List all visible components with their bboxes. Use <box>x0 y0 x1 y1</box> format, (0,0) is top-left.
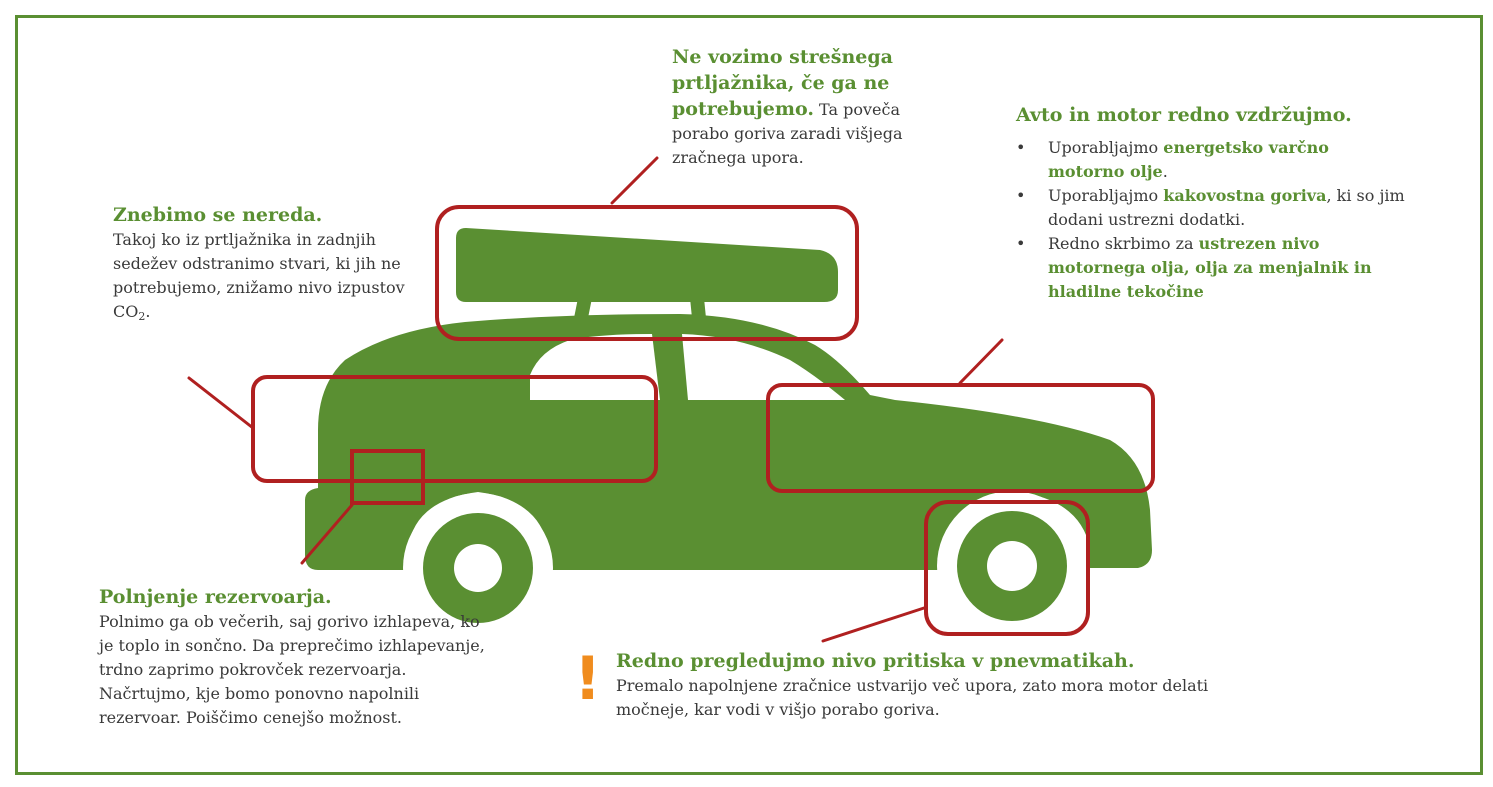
list-item: •Uporabljajmo energetsko varčno motorno … <box>1016 138 1329 181</box>
highlight-roof-box <box>435 205 859 341</box>
roof-box-text: Ta poveča porabo goriva zaradi višjega z… <box>672 100 903 167</box>
fuel-tank-tip: Polnjenje rezervoarja. Polnimo ga ob več… <box>99 584 491 730</box>
maintenance-list: •Uporabljajmo energetsko varčno motorno … <box>1016 136 1406 304</box>
tire-pressure-tip: Redno pregledujmo nivo pritiska v pnevma… <box>616 648 1216 722</box>
fuel-tank-text: Polnimo ga ob večerih, saj gorivo izhlap… <box>99 612 485 727</box>
bullet-icon: • <box>1016 234 1026 253</box>
front-wheel-icon <box>937 491 1087 641</box>
clutter-tip: Znebimo se nereda. Takoj ko iz prtljažni… <box>113 202 413 329</box>
highlight-fuel-cap <box>350 449 425 505</box>
tire-pressure-title: Redno pregledujmo nivo pritiska v pnevma… <box>616 650 1135 672</box>
connector-maintenance <box>958 338 1004 385</box>
connector-fuel <box>300 503 354 565</box>
outer-frame <box>15 15 1483 775</box>
connector-tire <box>821 606 926 643</box>
roof-box-tip: Ne vozimo strešnega prtljažnika, če ga n… <box>672 44 942 170</box>
bullet-icon: • <box>1016 138 1026 157</box>
connector-clutter <box>187 376 255 430</box>
tire-pressure-text: Premalo napolnjene zračnice ustvarijo ve… <box>616 676 1209 719</box>
maintenance-title: Avto in motor redno vzdržujmo. <box>1016 104 1352 126</box>
co2-subscript: 2 <box>138 310 146 323</box>
maintenance-tip: Avto in motor redno vzdržujmo. •Uporablj… <box>1016 102 1406 304</box>
list-item: •Uporabljajmo kakovostna goriva, ki so j… <box>1016 186 1405 229</box>
highlight-engine <box>766 383 1155 493</box>
exclamation-icon: ! <box>574 644 602 714</box>
roof-box-title: Ne vozimo strešnega prtljažnika, če ga n… <box>672 46 893 120</box>
clutter-title: Znebimo se nereda. <box>113 204 323 226</box>
clutter-text: Takoj ko iz prtljažnika in zadnjih sedež… <box>113 230 405 323</box>
fuel-tank-title: Polnjenje rezervoarja. <box>99 586 332 608</box>
bullet-icon: • <box>1016 186 1026 205</box>
highlight-tire <box>924 500 1090 636</box>
rear-wheel-icon <box>403 493 553 643</box>
connector-roof-box <box>610 156 659 205</box>
rear-window <box>530 334 660 400</box>
list-item: •Redno skrbimo za ustrezen nivo motorneg… <box>1016 234 1372 301</box>
